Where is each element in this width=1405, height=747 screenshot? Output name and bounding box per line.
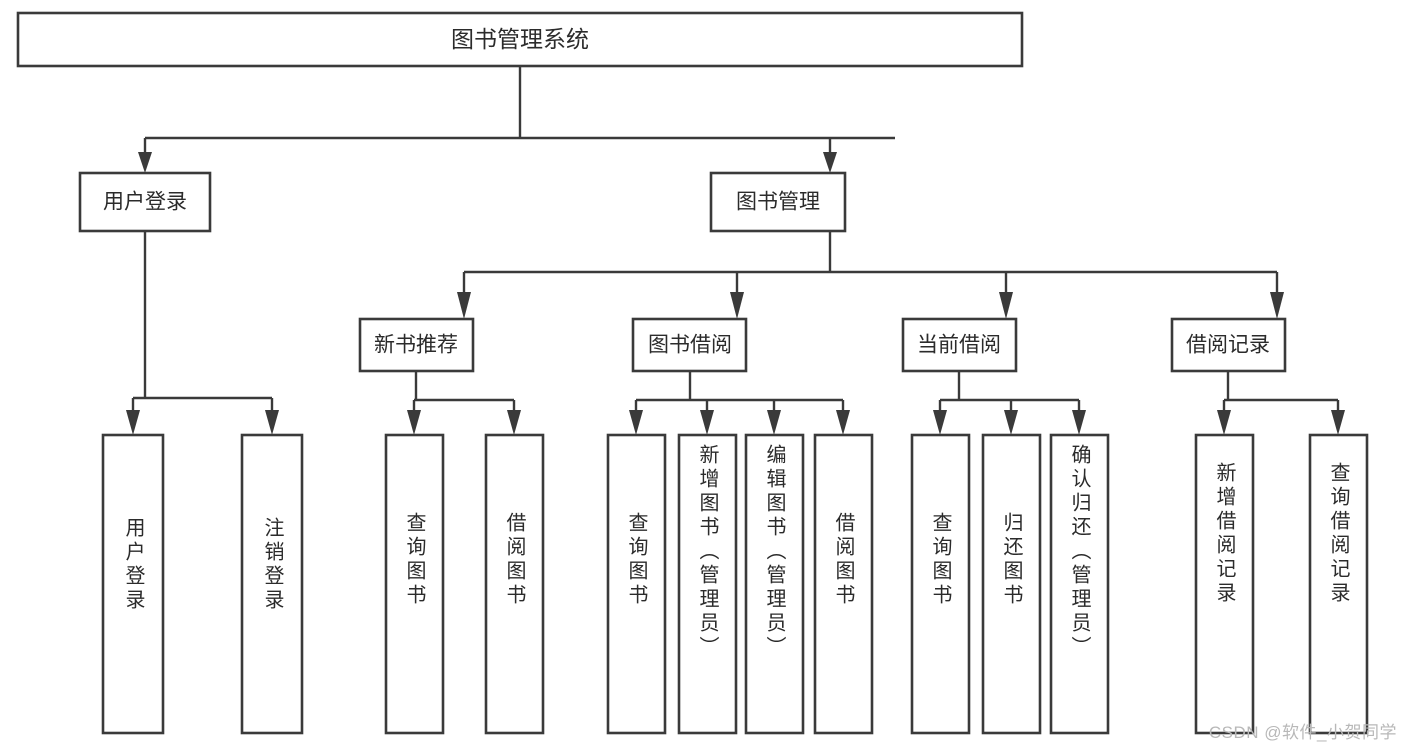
- arrowhead-leaf-add-borrow-record: [1217, 410, 1231, 435]
- node-new-book-recommend-label: 新书推荐: [374, 334, 458, 357]
- node-book-borrow-box[interactable]: [631, 317, 748, 373]
- node-current-borrow[interactable]: 当前借阅: [901, 317, 1018, 373]
- node-leaf-return-book-box[interactable]: [981, 433, 1042, 735]
- node-user-login-box[interactable]: [78, 171, 212, 233]
- node-book-manage-label: 图书管理: [736, 191, 820, 214]
- node-root-box[interactable]: [16, 11, 1024, 68]
- node-leaf-borrow-book-rec-box[interactable]: [484, 433, 545, 735]
- node-leaf-add-borrow-record-box[interactable]: [1194, 433, 1255, 735]
- node-leaf-query-book-rec-box[interactable]: [384, 433, 445, 735]
- node-leaf-confirm-return-admin-box[interactable]: [1049, 433, 1110, 735]
- leaf-node-layer: [101, 433, 1369, 735]
- node-leaf-query-borrow-record-box[interactable]: [1308, 433, 1369, 735]
- node-root[interactable]: 图书管理系统: [16, 11, 1024, 68]
- node-book-borrow-label: 图书借阅: [648, 334, 732, 357]
- arrowhead-leaf-return-book: [1004, 410, 1018, 435]
- arrowhead-leaf-query-book-borrow: [629, 410, 643, 435]
- node-leaf-user-login-box[interactable]: [101, 433, 165, 735]
- arrowhead-new-book-recommend: [457, 292, 471, 319]
- node-new-book-recommend-box[interactable]: [358, 317, 475, 373]
- node-user-login[interactable]: 用户登录: [78, 171, 212, 233]
- node-current-borrow-box[interactable]: [901, 317, 1018, 373]
- node-book-manage-box[interactable]: [709, 171, 847, 233]
- node-book-manage[interactable]: 图书管理: [709, 171, 847, 233]
- node-leaf-query-book-current-box[interactable]: [910, 433, 971, 735]
- node-book-borrow[interactable]: 图书借阅: [631, 317, 748, 373]
- arrowhead-leaf-borrow-book: [836, 410, 850, 435]
- node-leaf-query-book-borrow-box[interactable]: [606, 433, 667, 735]
- node-leaf-user-logout-box[interactable]: [240, 433, 304, 735]
- arrowhead-leaf-query-book-rec: [407, 410, 421, 435]
- arrowhead-leaf-edit-book-admin: [767, 410, 781, 435]
- arrowhead-leaf-query-borrow-record: [1331, 410, 1345, 435]
- node-borrow-record-label: 借阅记录: [1186, 334, 1270, 357]
- csdn-watermark: CSDN @软件_小贺同学: [1208, 723, 1397, 742]
- node-root-label: 图书管理系统: [451, 26, 589, 52]
- connector-layer: [126, 66, 1345, 435]
- arrowhead-borrow-record: [1270, 292, 1284, 319]
- arrowhead-leaf-confirm-return-admin: [1072, 410, 1086, 435]
- node-current-borrow-label: 当前借阅: [917, 334, 1001, 357]
- node-new-book-recommend[interactable]: 新书推荐: [358, 317, 475, 373]
- node-leaf-edit-book-admin-box[interactable]: [744, 433, 805, 735]
- node-leaf-borrow-book-box[interactable]: [813, 433, 874, 735]
- arrowhead-leaf-query-book-current: [933, 410, 947, 435]
- node-borrow-record[interactable]: 借阅记录: [1170, 317, 1287, 373]
- arrowhead-leaf-borrow-book-rec: [507, 410, 521, 435]
- arrowhead-leaf-add-book-admin: [700, 410, 714, 435]
- node-user-login-label: 用户登录: [103, 191, 187, 214]
- node-borrow-record-box[interactable]: [1170, 317, 1287, 373]
- arrowhead-leaf-user-login: [126, 410, 140, 435]
- arrowhead-book-manage: [823, 152, 837, 173]
- node-leaf-add-book-admin-box[interactable]: [677, 433, 738, 735]
- arrowhead-user-login: [138, 152, 152, 173]
- arrowhead-leaf-user-logout: [265, 410, 279, 435]
- arrowhead-current-borrow: [999, 292, 1013, 319]
- arrowhead-book-borrow: [730, 292, 744, 319]
